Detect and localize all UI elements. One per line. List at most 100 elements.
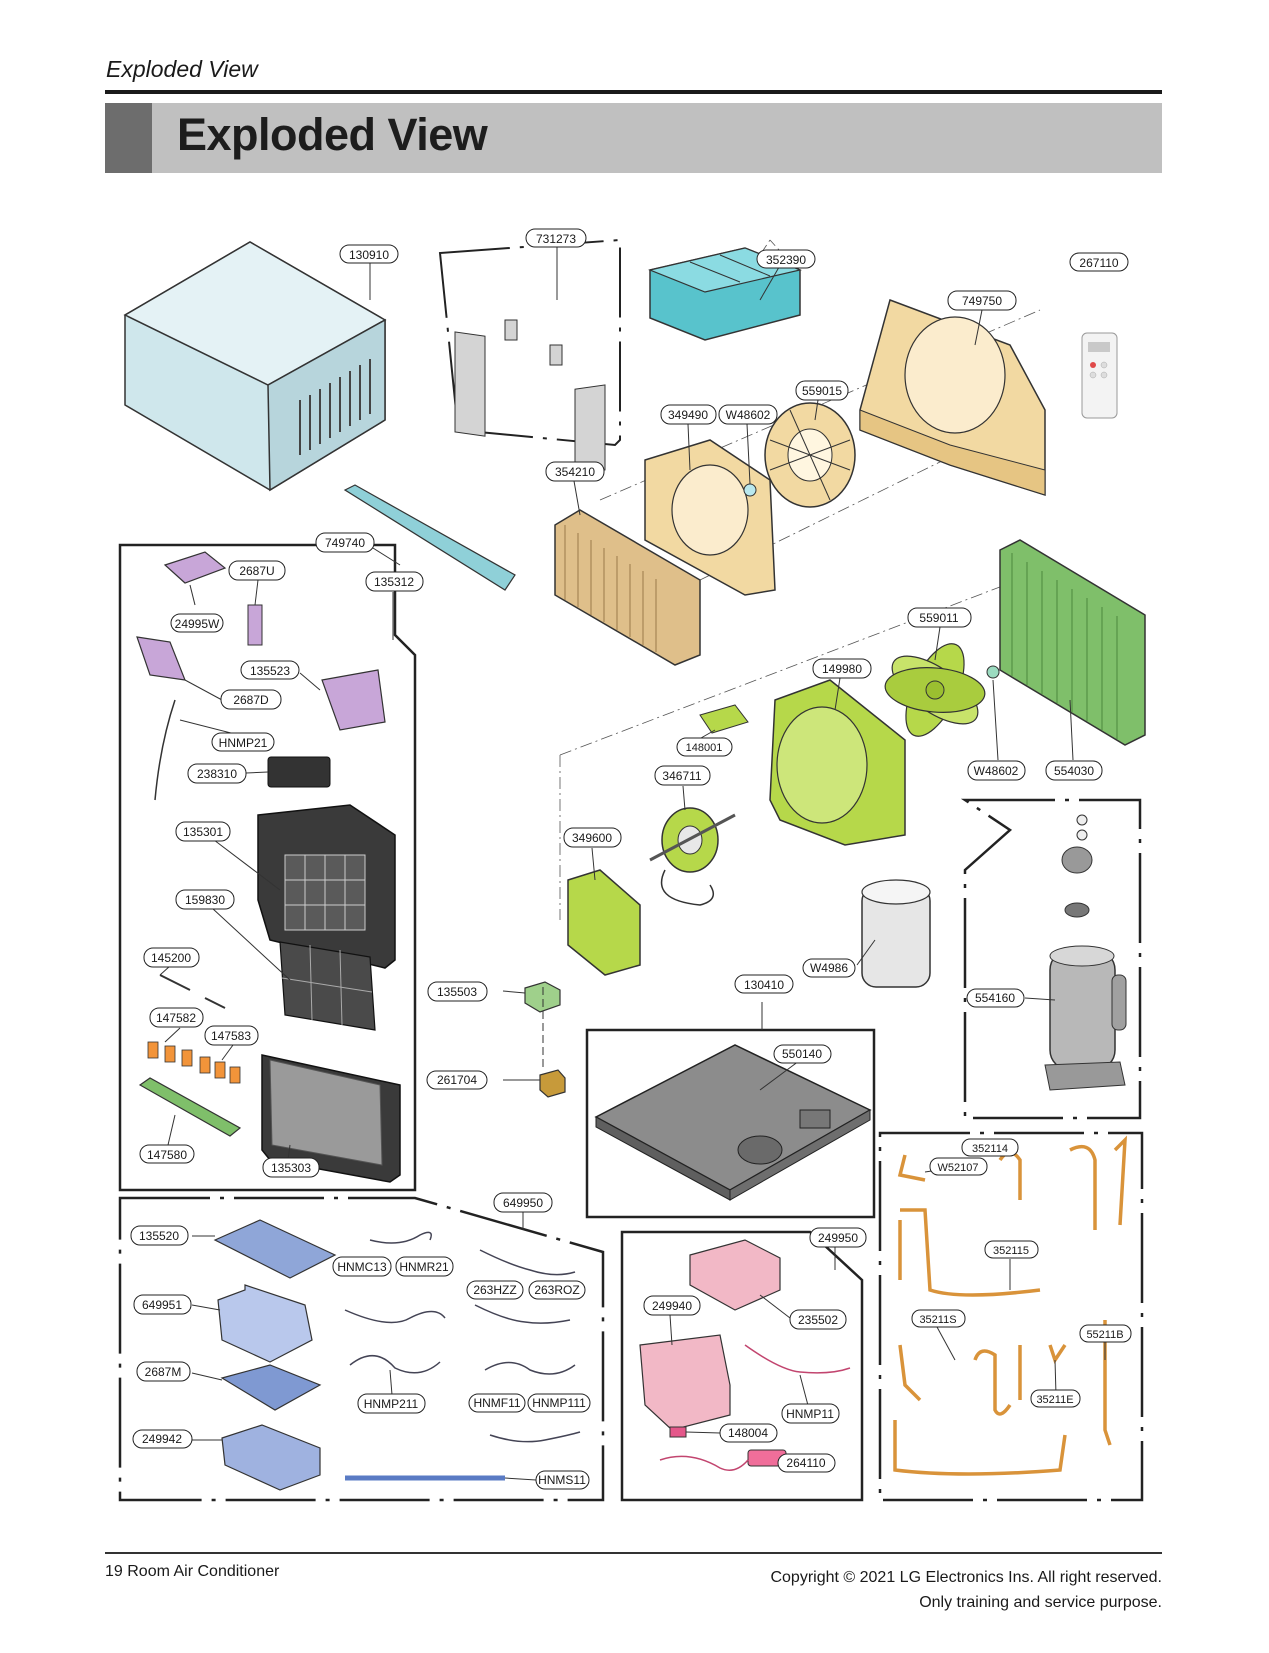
label-135520: 135520	[139, 1229, 179, 1243]
compressor-group-frame	[960, 798, 1142, 1120]
label-352390: 352390	[766, 253, 806, 267]
label-135303: 135303	[271, 1161, 311, 1175]
label-352114: 352114	[972, 1143, 1008, 1155]
label-550140: 550140	[782, 1047, 822, 1061]
label-261704: 261704	[437, 1073, 477, 1087]
label-649951: 649951	[142, 1298, 182, 1312]
label-559011: 559011	[919, 611, 958, 625]
motor-mount	[567, 869, 641, 976]
control-parts	[136, 551, 401, 1183]
label-35211e: 35211E	[1036, 1394, 1073, 1406]
title-bar: Exploded View	[105, 103, 1162, 173]
fan-clamp	[986, 665, 1000, 679]
label-554160: 554160	[975, 991, 1015, 1005]
heater-group-frame	[620, 1230, 864, 1502]
blower-wheel	[764, 402, 856, 508]
piping-group-frame	[878, 1131, 1144, 1502]
callout-ovals	[130, 228, 1132, 1490]
base-pan	[594, 1044, 872, 1201]
label-hnmp211: HNMP211	[364, 1397, 419, 1411]
label-w52107: W52107	[938, 1162, 979, 1174]
label-135523: 135523	[250, 664, 290, 678]
side-brackets	[454, 319, 606, 475]
label-147582: 147582	[156, 1011, 196, 1025]
label-267110: 267110	[1079, 256, 1118, 270]
relay-box	[524, 981, 561, 1013]
condenser-coil	[999, 539, 1146, 746]
motor-bracket-plate	[699, 704, 749, 734]
condenser-shroud	[769, 679, 906, 846]
part-labels: 130910 731273 352390 267110 749750 55901…	[139, 232, 1124, 1487]
propeller-fan	[884, 643, 986, 737]
label-263hzz: 263HZZ	[473, 1283, 516, 1297]
base-group-frame	[585, 1028, 876, 1219]
label-147580: 147580	[147, 1148, 187, 1162]
label-w4986: W4986	[810, 961, 848, 975]
footer-copyright-block: Copyright © 2021 LG Electronics Ins. All…	[770, 1565, 1162, 1615]
label-238310: 238310	[197, 767, 237, 781]
label-559015: 559015	[802, 384, 842, 398]
label-149980: 149980	[822, 662, 862, 676]
label-2687d: 2687D	[233, 693, 269, 707]
label-w48602-bottom: W48602	[974, 764, 1019, 778]
label-135312: 135312	[374, 575, 414, 589]
label-249940: 249940	[652, 1299, 692, 1313]
label-354210: 354210	[555, 465, 595, 479]
label-263roz: 263ROZ	[534, 1283, 579, 1297]
label-135301: 135301	[183, 825, 223, 839]
label-159830: 159830	[185, 893, 225, 907]
label-649950: 649950	[503, 1196, 543, 1210]
label-147583: 147583	[211, 1029, 251, 1043]
label-hnmp11: HNMP11	[786, 1407, 834, 1421]
fan-motor	[649, 807, 736, 906]
cream-shroud	[859, 299, 1046, 497]
label-352115: 352115	[993, 1245, 1029, 1257]
page-number: 19 Room Air Conditioner	[105, 1563, 280, 1580]
electrical-group-frame	[118, 1196, 605, 1502]
transformer	[539, 1069, 566, 1098]
title-accent	[105, 103, 152, 173]
footer-rule	[105, 1552, 1162, 1554]
label-264110: 264110	[786, 1456, 825, 1470]
label-249950: 249950	[818, 1231, 858, 1245]
label-346711: 346711	[662, 769, 701, 783]
label-hnmp111: HNMP111	[532, 1396, 586, 1410]
label-hnmr21: HNMR21	[399, 1260, 449, 1274]
remote-controller	[1081, 332, 1118, 419]
guide-rail	[343, 484, 516, 591]
cabinet-case	[123, 241, 387, 492]
compressor	[1044, 814, 1127, 1091]
run-capacitor	[861, 879, 931, 988]
label-249942: 249942	[142, 1432, 182, 1446]
label-hnmf11: HNMF11	[473, 1396, 520, 1410]
evaporator-coil	[554, 509, 701, 666]
page-title: Exploded View	[177, 109, 488, 160]
label-731273: 731273	[536, 232, 576, 246]
label-55211b: 55211B	[1086, 1329, 1123, 1341]
label-2687u: 2687U	[239, 564, 274, 578]
evaporator-orifice	[644, 439, 776, 596]
label-148001: 148001	[686, 742, 723, 754]
label-w48602-top: W48602	[726, 408, 771, 422]
label-130910: 130910	[349, 248, 389, 262]
label-235502: 235502	[798, 1313, 838, 1327]
refrigerant-piping	[893, 1135, 1128, 1476]
usage-note: Only training and service purpose.	[919, 1594, 1162, 1611]
label-35211s: 35211S	[919, 1314, 956, 1326]
label-554030: 554030	[1054, 764, 1094, 778]
label-148004: 148004	[728, 1426, 768, 1440]
copyright-text: Copyright © 2021 LG Electronics Ins. All…	[770, 1569, 1162, 1586]
heater-parts	[639, 1239, 851, 1471]
clamp-ring	[743, 483, 757, 497]
callout-lines	[159, 247, 1106, 1481]
label-749740: 749740	[325, 536, 365, 550]
label-130410: 130410	[744, 978, 784, 992]
label-hnmc13: HNMC13	[337, 1260, 387, 1274]
label-2687m: 2687M	[145, 1365, 182, 1379]
label-135503: 135503	[437, 985, 477, 999]
label-349600: 349600	[572, 831, 612, 845]
label-749750: 749750	[962, 294, 1002, 308]
section-label: Exploded View	[106, 56, 258, 82]
header-rule	[105, 90, 1162, 94]
